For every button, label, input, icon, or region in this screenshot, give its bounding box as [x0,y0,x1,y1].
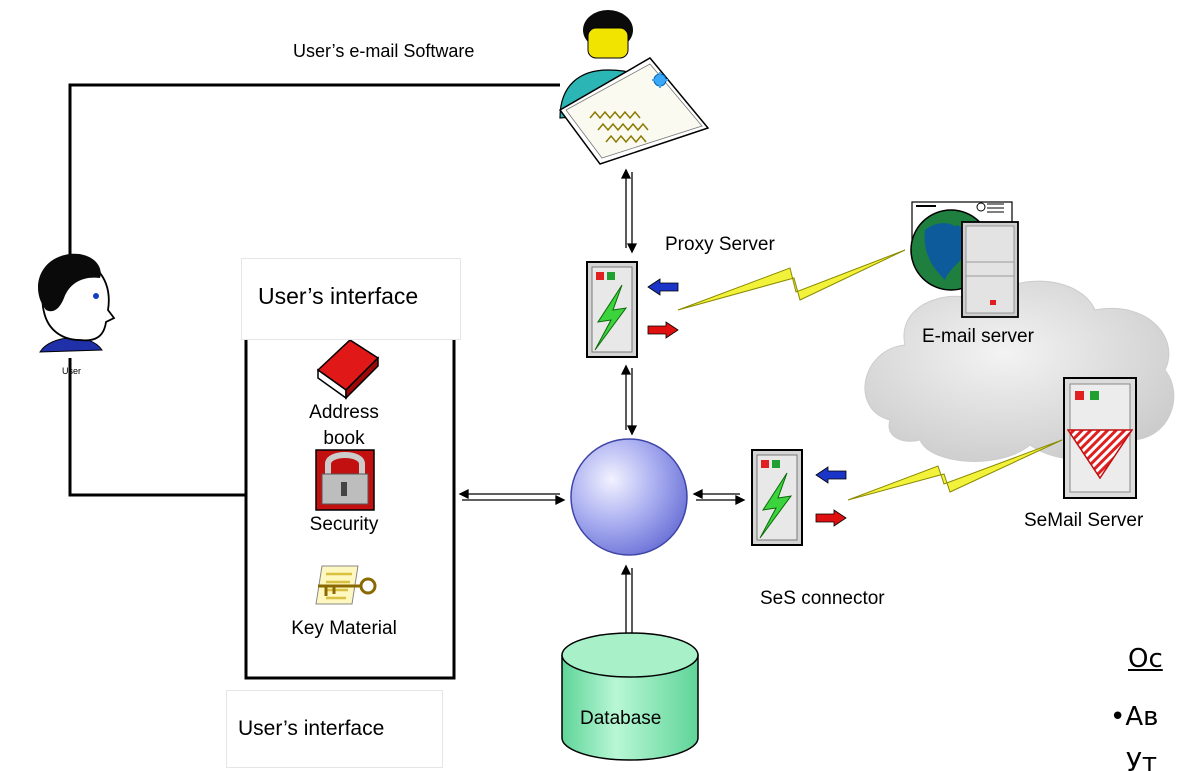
email-software-label: User’s e-mail Software [293,41,475,61]
proxy-outbound-arrow [647,321,679,339]
database-cylinder [561,632,699,761]
security-lock-icon [315,449,375,511]
email-software-icon [558,10,710,165]
address-book-label-line1: Address [309,402,379,423]
lightning-bolt-ses [847,439,1063,501]
user-connection-lines [68,83,560,497]
ses-outbound-arrow [815,509,847,527]
lightning-bolt-proxy [677,249,906,311]
security-label: Security [309,514,379,535]
proxy-server-label: Proxy Server [665,234,775,255]
side-cut-line: Ут [1126,748,1157,771]
key-material-icon [315,565,377,605]
interface-bottom-panel [226,690,443,768]
semail-server-label: SeMail Server [1024,510,1144,531]
semail-server-icon [1063,377,1137,499]
ses-connector-label: SeS connector [760,588,885,609]
hub-sphere [570,438,688,556]
database-label: Database [580,708,662,729]
proxy-inbound-arrow [647,278,679,296]
email-server-label: E-mail server [922,326,1034,347]
interface-bottom-label: User’s interface [238,717,385,740]
interface-top-label: User’s interface [258,283,419,309]
key-material-label: Key Material [291,618,397,639]
email-server-icon [910,201,1019,318]
connectors [458,168,746,654]
address-book-icon [316,339,380,400]
side-bullet: •Ав [1110,702,1159,732]
ses-inbound-arrow [815,466,847,484]
interface-top-panel [241,258,461,340]
side-heading: Ос [1128,644,1163,674]
ses-connector-icon [751,449,803,546]
proxy-server-icon [586,261,638,358]
user-icon [38,253,116,353]
address-book-label-line2: book [323,428,365,449]
user-label: User [62,366,82,376]
